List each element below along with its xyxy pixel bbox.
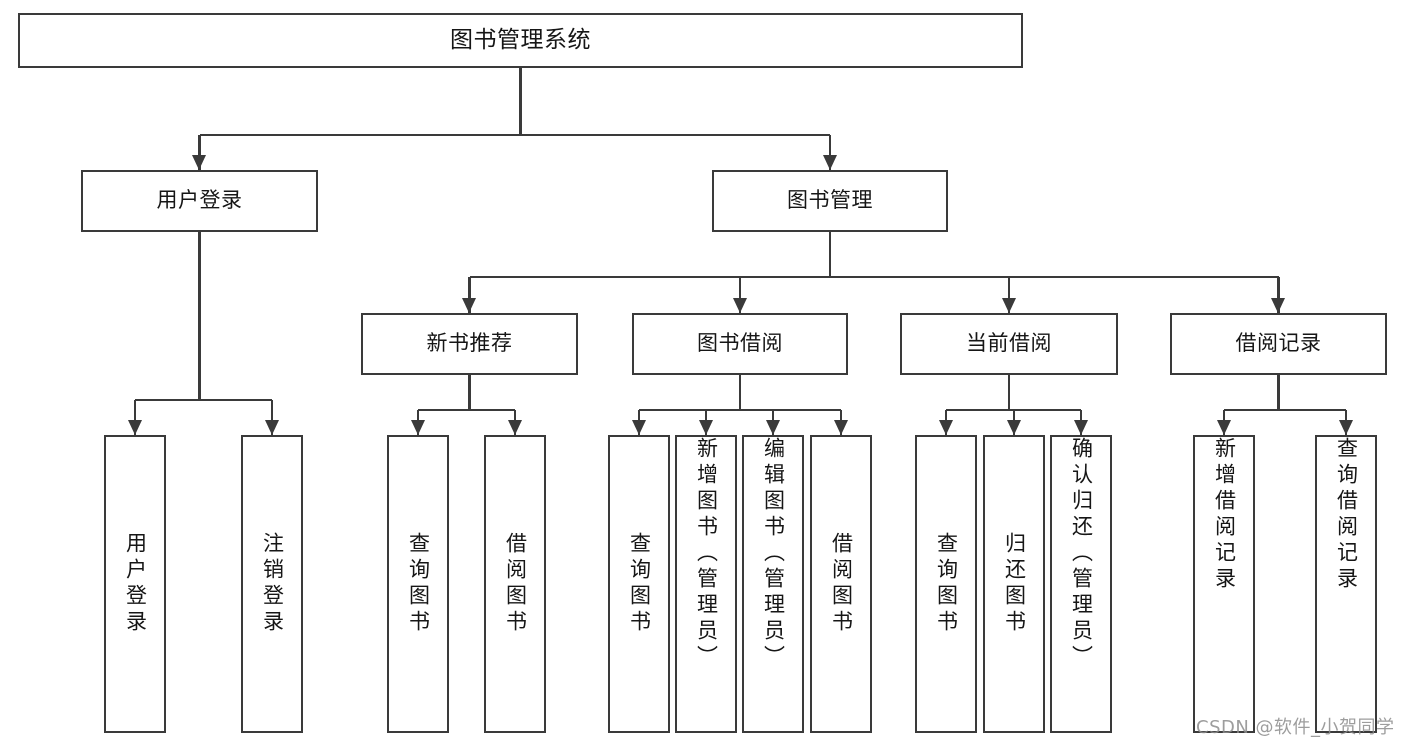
leaf-node-8[interactable]: 查询图书	[915, 435, 977, 733]
connector-parent-1-bus	[418, 408, 515, 412]
level3-node-2[interactable]: 当前借阅	[900, 313, 1118, 375]
leaf-node-9-label: 归还图书	[1002, 532, 1027, 636]
connector-books-to-level3-1	[738, 277, 742, 313]
arrow-parent-4-to-leaf-1	[1338, 420, 1353, 435]
connector-parent-4-bus	[1224, 408, 1346, 412]
arrow-parent-2-to-leaf-1	[698, 420, 713, 435]
arrow-parent-4-to-leaf-0	[1216, 420, 1231, 435]
level3-node-0-label: 新书推荐	[426, 331, 513, 356]
connector-books-bus	[469, 275, 1279, 279]
connector-parent-0-to-leaf-0	[133, 400, 137, 435]
arrow-parent-3-to-leaf-1	[1006, 420, 1021, 435]
leaf-node-0-label: 用户登录	[123, 532, 148, 636]
leaf-node-2[interactable]: 查询图书	[387, 435, 449, 733]
root-node-0[interactable]: 图书管理系统	[18, 13, 1023, 68]
arrow-parent-3-to-leaf-0	[938, 420, 953, 435]
level3-node-2-label: 当前借阅	[966, 331, 1052, 356]
leaf-node-2-label: 查询图书	[406, 532, 431, 636]
leaf-node-3[interactable]: 借阅图书	[484, 435, 546, 733]
connector-root-bus	[199, 133, 830, 137]
leaf-node-4[interactable]: 查询图书	[608, 435, 670, 733]
leaf-node-7-label: 借阅图书	[829, 532, 854, 636]
arrow-root-to-level2-1	[822, 155, 837, 170]
connector-parent-4-stem	[1277, 375, 1280, 410]
leaf-node-6-label: 编辑图书（管理员）	[761, 437, 786, 671]
leaf-node-1-label: 注销登录	[260, 532, 285, 636]
leaf-node-11[interactable]: 新增借阅记录	[1193, 435, 1255, 733]
leaf-node-3-label: 借阅图书	[503, 532, 528, 636]
connector-root-to-level2-1	[828, 135, 832, 170]
level2-node-0-label: 用户登录	[156, 188, 243, 213]
arrow-books-to-level3-1	[732, 298, 747, 313]
arrow-parent-1-to-leaf-0	[410, 420, 425, 435]
leaf-node-10[interactable]: 确认归还（管理员）	[1050, 435, 1112, 733]
leaf-node-11-label: 新增借阅记录	[1212, 437, 1237, 593]
connector-parent-0-bus	[135, 398, 272, 402]
leaf-node-12-label: 查询借阅记录	[1334, 437, 1359, 593]
connector-books-stem	[828, 232, 832, 277]
arrow-parent-2-to-leaf-3	[833, 420, 848, 435]
level3-node-0[interactable]: 新书推荐	[361, 313, 578, 375]
connector-parent-3-stem	[1007, 375, 1011, 410]
arrow-books-to-level3-3	[1271, 298, 1285, 313]
connector-root-stem	[519, 68, 522, 135]
level3-node-1-label: 图书借阅	[697, 331, 783, 356]
leaf-node-12[interactable]: 查询借阅记录	[1315, 435, 1377, 733]
arrow-books-to-level3-2	[1001, 298, 1016, 313]
leaf-node-5[interactable]: 新增图书（管理员）	[675, 435, 737, 733]
level3-node-1[interactable]: 图书借阅	[632, 313, 848, 375]
arrow-parent-1-to-leaf-1	[507, 420, 522, 435]
level2-node-1[interactable]: 图书管理	[712, 170, 948, 232]
arrow-parent-2-to-leaf-0	[631, 420, 646, 435]
arrow-parent-0-to-leaf-1	[264, 420, 279, 435]
connector-books-to-level3-0	[468, 277, 471, 313]
leaf-node-6[interactable]: 编辑图书（管理员）	[742, 435, 804, 733]
arrow-root-to-level2-0	[192, 155, 206, 170]
level3-node-3[interactable]: 借阅记录	[1170, 313, 1387, 375]
leaf-node-10-label: 确认归还（管理员）	[1069, 437, 1094, 671]
connector-parent-2-bus	[639, 408, 841, 412]
leaf-node-7[interactable]: 借阅图书	[810, 435, 872, 733]
leaf-node-8-label: 查询图书	[934, 532, 959, 636]
leaf-node-0[interactable]: 用户登录	[104, 435, 166, 733]
arrow-parent-3-to-leaf-2	[1073, 420, 1088, 435]
connector-parent-0-stem	[198, 232, 201, 400]
arrow-parent-2-to-leaf-2	[765, 420, 780, 435]
leaf-node-4-label: 查询图书	[627, 532, 652, 636]
leaf-node-1[interactable]: 注销登录	[241, 435, 303, 733]
leaf-node-9[interactable]: 归还图书	[983, 435, 1045, 733]
level3-node-3-label: 借阅记录	[1235, 331, 1322, 356]
leaf-node-5-label: 新增图书（管理员）	[694, 437, 719, 671]
connector-books-to-level3-3	[1277, 277, 1280, 313]
connector-parent-2-stem	[738, 375, 742, 410]
connector-books-to-level3-2	[1007, 277, 1011, 313]
arrow-parent-0-to-leaf-0	[127, 420, 142, 435]
level2-node-0[interactable]: 用户登录	[81, 170, 318, 232]
connector-root-to-level2-0	[198, 135, 201, 170]
level2-node-1-label: 图书管理	[787, 188, 873, 213]
connector-parent-0-to-leaf-1	[270, 400, 274, 435]
root-node-0-label: 图书管理系统	[450, 27, 591, 54]
arrow-books-to-level3-0	[462, 298, 476, 313]
connector-parent-1-stem	[468, 375, 471, 410]
